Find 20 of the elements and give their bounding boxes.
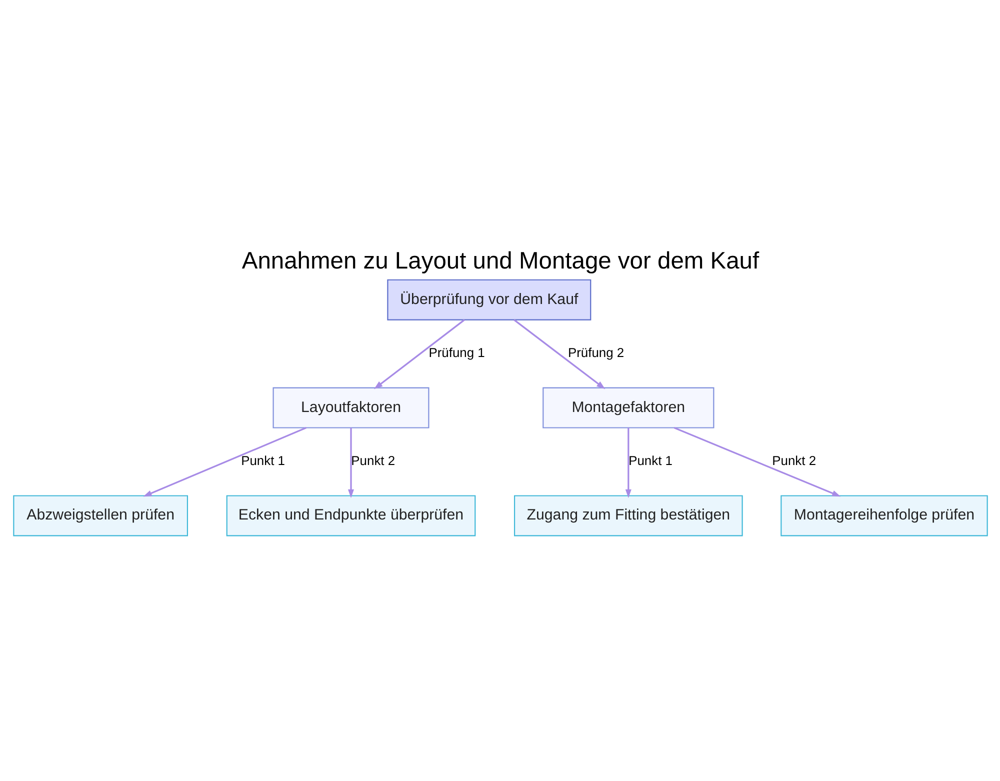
- arrow: [142, 427, 306, 497]
- node-box: Montagefaktoren: [542, 387, 714, 428]
- edge-label: Prüfung 1: [428, 345, 484, 360]
- arrow: [513, 319, 605, 390]
- node-box: Abzweigstellen prüfen: [12, 495, 188, 536]
- diagram-title: Annahmen zu Layout und Montage vor dem Kauf: [241, 248, 759, 275]
- node-box: Überprüfung vor dem Kauf: [386, 279, 591, 320]
- edge-label: Punkt 2: [772, 453, 816, 468]
- edge-label: Punkt 1: [628, 453, 672, 468]
- edge-label: Prüfung 2: [567, 345, 624, 360]
- arrow: [347, 428, 354, 498]
- arrow: [624, 428, 631, 498]
- node-box: Zugang zum Fitting bestätigen: [514, 495, 742, 536]
- edge-label: Punkt 1: [240, 453, 284, 468]
- node-box: Montagereihenfolge prüfen: [780, 495, 988, 536]
- arrow: [374, 319, 464, 390]
- node-box: Layoutfaktoren: [272, 387, 429, 428]
- node-box: Ecken und Endpunkte überprüfen: [226, 495, 476, 536]
- edge-label: Punkt 2: [350, 453, 395, 468]
- arrow: [673, 427, 840, 497]
